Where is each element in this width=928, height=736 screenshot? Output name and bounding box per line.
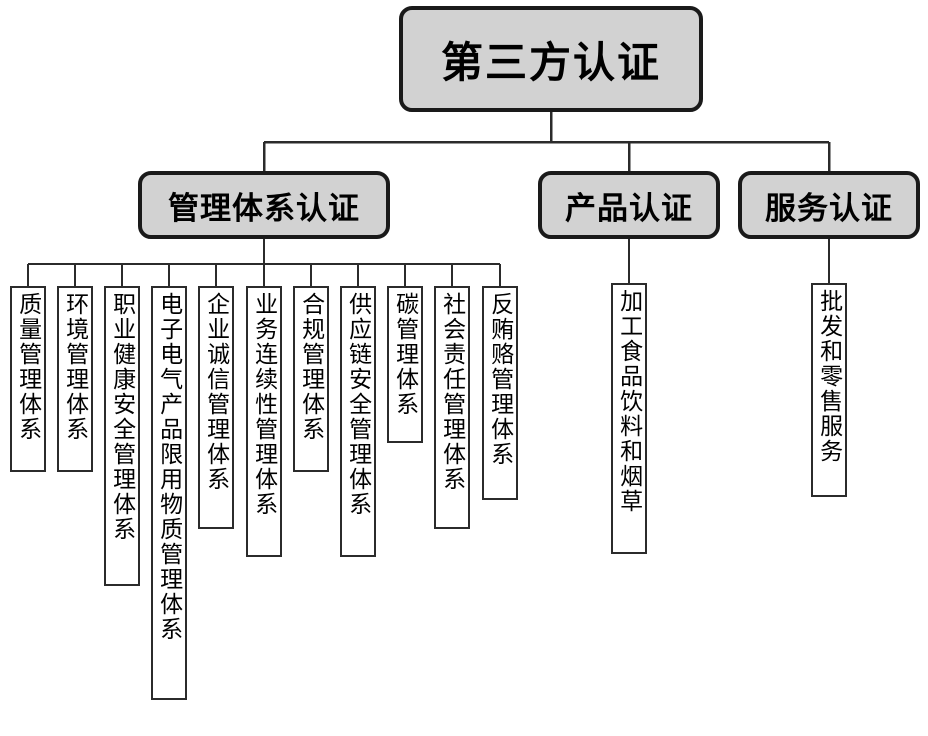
leaf-supply-chain-security-management-system[interactable]: 供应链安全管理体系 — [340, 286, 376, 557]
leaf-enterprise-integrity-management-system[interactable]: 企业诚信管理体系 — [198, 286, 234, 529]
leaf-label: 职业健康安全管理体系 — [109, 292, 136, 542]
node-service-certification[interactable]: 服务认证 — [738, 171, 920, 239]
leaf-label: 环境管理体系 — [62, 292, 89, 442]
root-node-label: 第三方认证 — [440, 38, 661, 86]
leaf-label: 批发和零售服务 — [816, 289, 843, 464]
node-management-system-certification[interactable]: 管理体系认证 — [138, 171, 390, 239]
leaf-label: 社会责任管理体系 — [439, 292, 466, 492]
leaf-label: 加工食品饮料和烟草 — [616, 289, 643, 514]
leaf-social-responsibility-management-system[interactable]: 社会责任管理体系 — [434, 286, 470, 529]
leaf-carbon-management-system[interactable]: 碳管理体系 — [387, 286, 423, 443]
node-product-certification[interactable]: 产品认证 — [538, 171, 720, 239]
leaf-business-continuity-management-system[interactable]: 业务连续性管理体系 — [246, 286, 282, 557]
leaf-label: 合规管理体系 — [298, 292, 325, 442]
leaf-label: 供应链安全管理体系 — [345, 292, 372, 517]
node-product-certification-label: 产品认证 — [565, 190, 693, 226]
leaf-label: 反贿赂管理体系 — [487, 292, 514, 467]
leaf-electronic-electrical-restricted-substances-management-system[interactable]: 电子电气产品限用物质管理体系 — [151, 286, 187, 700]
leaf-quality-management-system[interactable]: 质量管理体系 — [10, 286, 46, 472]
leaf-anti-bribery-management-system[interactable]: 反贿赂管理体系 — [482, 286, 518, 500]
leaf-wholesale-retail-services[interactable]: 批发和零售服务 — [811, 283, 847, 497]
leaf-occupational-health-safety-management-system[interactable]: 职业健康安全管理体系 — [104, 286, 140, 586]
leaf-label: 质量管理体系 — [15, 292, 42, 442]
leaf-label: 业务连续性管理体系 — [251, 292, 278, 517]
leaf-label: 企业诚信管理体系 — [203, 292, 230, 492]
leaf-label: 电子电气产品限用物质管理体系 — [156, 292, 183, 642]
leaf-environmental-management-system[interactable]: 环境管理体系 — [57, 286, 93, 472]
node-service-certification-label: 服务认证 — [765, 190, 893, 226]
leaf-processed-food-beverage-tobacco[interactable]: 加工食品饮料和烟草 — [611, 283, 647, 554]
leaf-compliance-management-system[interactable]: 合规管理体系 — [293, 286, 329, 472]
root-node-third-party-certification[interactable]: 第三方认证 — [399, 6, 703, 112]
node-management-system-certification-label: 管理体系认证 — [168, 190, 360, 226]
leaf-label: 碳管理体系 — [392, 292, 419, 417]
